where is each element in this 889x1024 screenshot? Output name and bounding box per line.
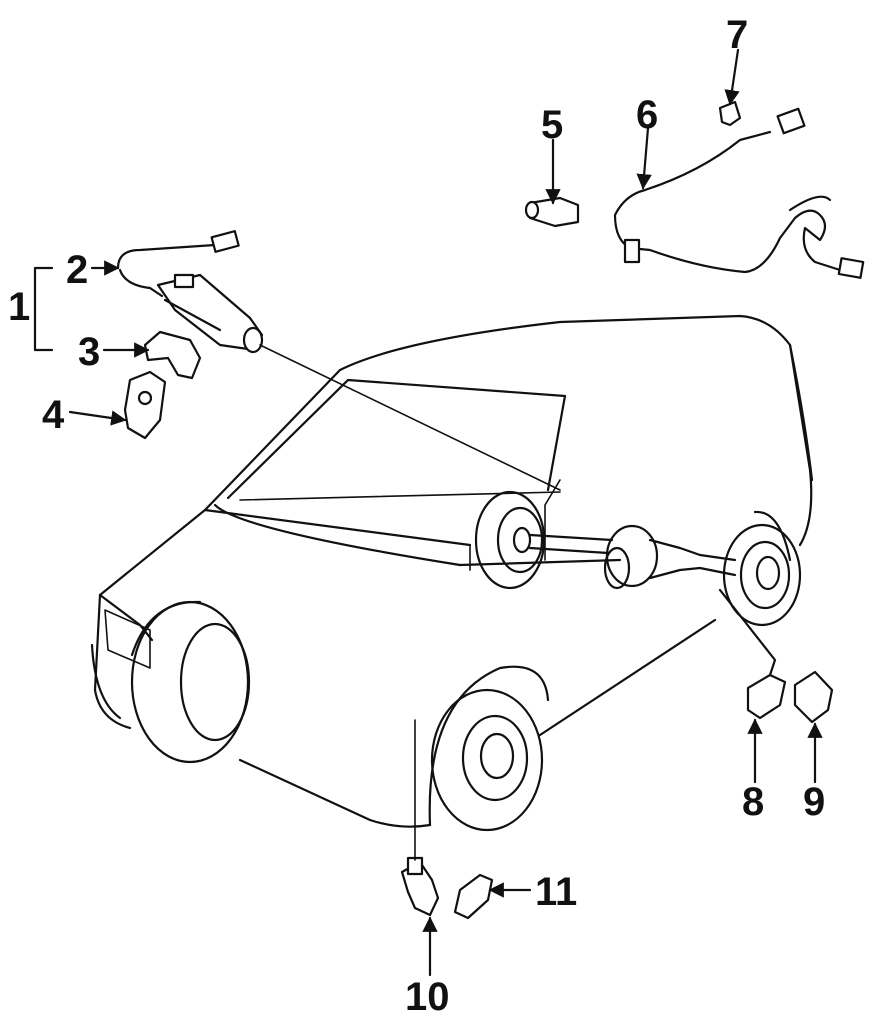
callout-4: 4: [42, 393, 65, 437]
front-right-wheel: [430, 688, 544, 832]
bracket-part-11: [453, 873, 494, 920]
leader-lines: [33, 48, 823, 977]
front-left-wheel: [130, 600, 251, 764]
sensor-part-10: [400, 719, 440, 917]
callout-8: 8: [742, 780, 764, 824]
harness-part-6: [613, 107, 865, 279]
callout-7: 7: [726, 13, 748, 57]
sensor-part-8: [718, 588, 787, 720]
gasket-part-9: [793, 670, 834, 724]
callout-10: 10: [405, 975, 450, 1019]
callout-2: 2: [66, 248, 88, 292]
callout-5: 5: [541, 103, 563, 147]
callout-3: 3: [78, 330, 100, 374]
callout-1: 1: [8, 285, 30, 329]
sensor-part-5: [524, 196, 580, 228]
callout-11: 11: [535, 870, 577, 914]
actuator-assembly: [116, 230, 264, 354]
bracket-part-3: [143, 330, 202, 380]
rear-axle-assembly: [474, 490, 802, 627]
clip-part-7: [718, 100, 742, 127]
vehicle-outline: [90, 314, 814, 828]
callout-9: 9: [803, 780, 825, 824]
bracket-part-4: [123, 370, 167, 440]
callout-labels: 1 2 3 4 5 6 7 8 9 10 11: [8, 13, 825, 1019]
callout-6: 6: [636, 93, 658, 137]
